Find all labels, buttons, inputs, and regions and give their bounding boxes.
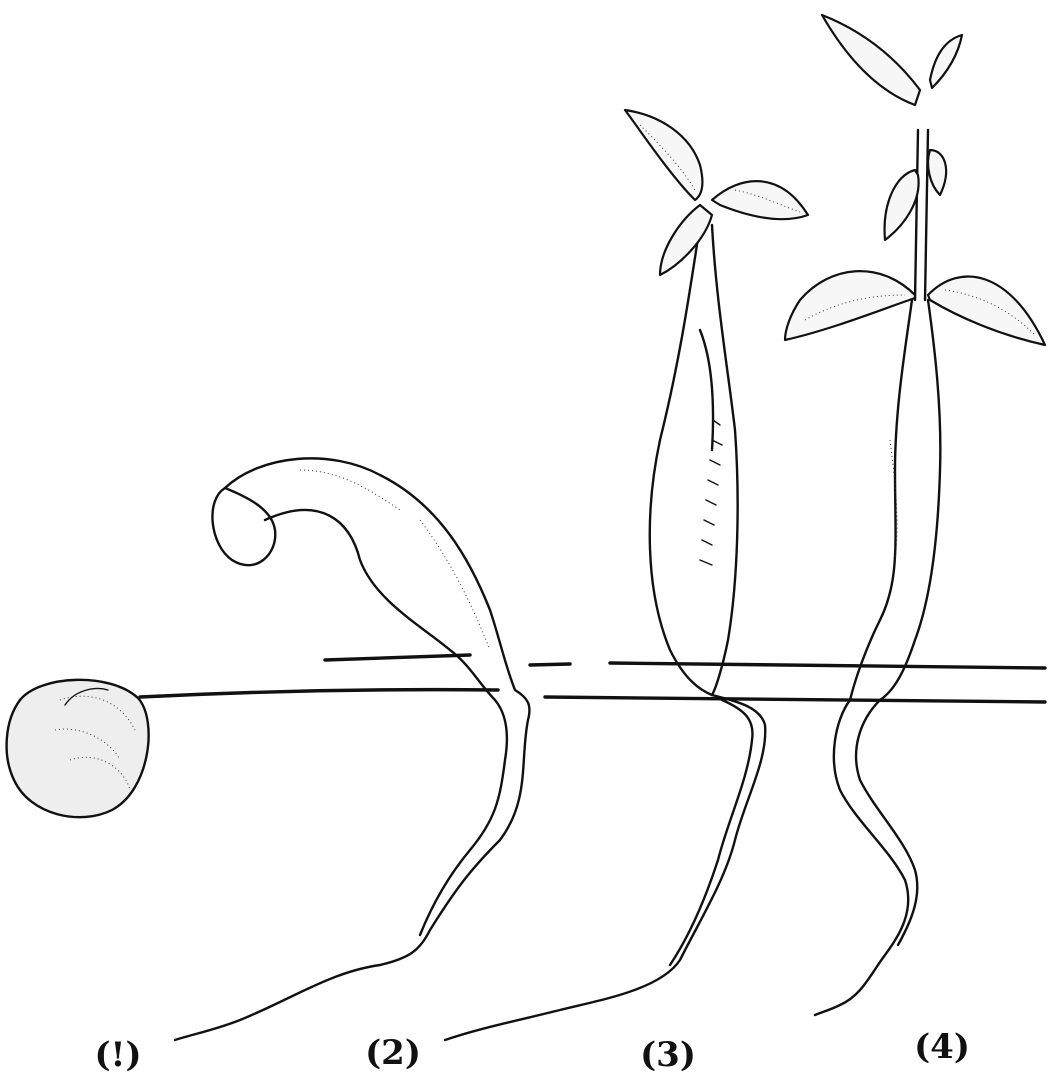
stage-label-3: (3) (640, 1035, 696, 1075)
stage-label-2: (2) (365, 1033, 421, 1073)
stage-labels: (!) (2) (3) (4) (94, 1027, 969, 1075)
stage-label-1: (!) (94, 1035, 141, 1075)
stage-1-seed (7, 680, 149, 817)
soil-surface-lines (140, 655, 1045, 702)
stage-3-seedling (445, 110, 808, 1040)
stage-2-seedling (175, 458, 529, 1040)
stage-4-seedling (785, 15, 1045, 1015)
stage-label-4: (4) (914, 1027, 970, 1067)
